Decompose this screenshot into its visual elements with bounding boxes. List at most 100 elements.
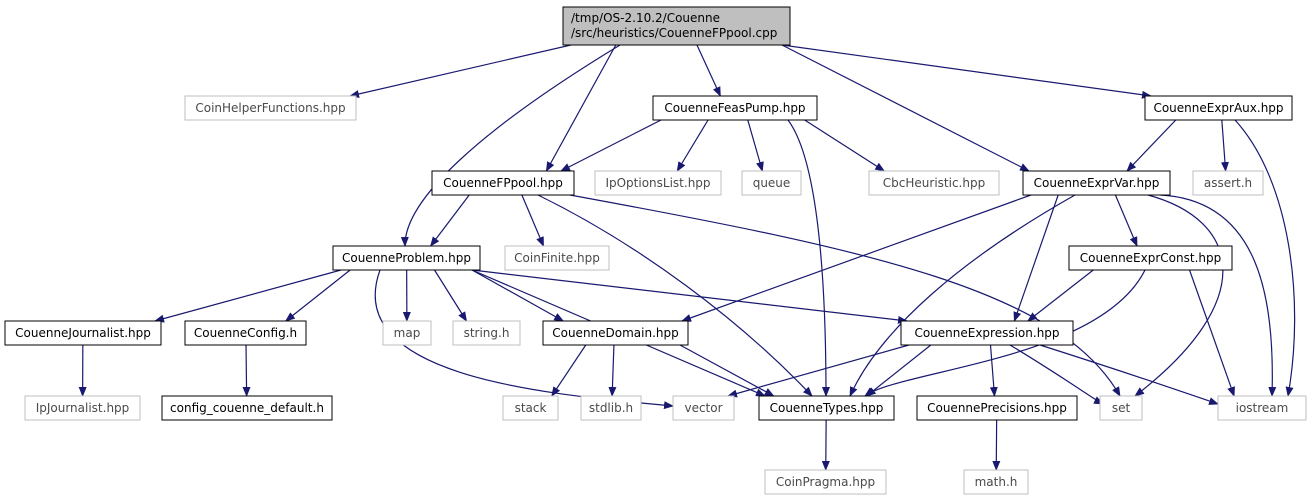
node-root[interactable]: /tmp/OS-2.10.2/Couenne/src/heuristics/Co…	[562, 6, 791, 46]
edge-problem-to-string	[433, 269, 468, 322]
node-box	[652, 95, 818, 121]
node-box	[672, 395, 735, 421]
node-label: CoinHelperFunctions.hpp	[195, 101, 345, 115]
edge-exprconst-to-types	[864, 269, 1146, 397]
node-problem[interactable]: CouenneProblem.hpp	[332, 245, 481, 271]
node-stack: stack	[502, 395, 559, 421]
edge-exprvar-to-iostream	[1159, 194, 1277, 397]
node-label: /src/heuristics/CouenneFPpool.cpp	[571, 26, 777, 40]
edge-expression-to-precisions	[989, 344, 998, 397]
edge-problem-to-domain	[471, 269, 565, 322]
edge-expression-to-vector	[727, 344, 910, 398]
node-set: set	[1099, 395, 1143, 421]
node-exprvar[interactable]: CouenneExprVar.hpp	[1022, 170, 1171, 196]
node-box	[900, 320, 1074, 346]
node-label: CouenneJournalist.hpp	[15, 326, 151, 340]
edge-problem-to-expression	[471, 269, 908, 324]
node-label: CouenneExprVar.hpp	[1034, 176, 1160, 190]
node-box	[382, 320, 432, 346]
node-label: CouenneDomain.hpp	[552, 326, 679, 340]
edge-root-to-expraux	[781, 44, 1152, 99]
node-box	[1022, 170, 1171, 196]
edge-feaspump-to-queue	[747, 119, 764, 172]
node-iostream: iostream	[1217, 395, 1307, 421]
node-coinfinite: CoinFinite.hpp	[504, 245, 610, 271]
edge-problem-to-config	[284, 269, 351, 322]
node-box	[1217, 395, 1307, 421]
node-label: IpOptionsList.hpp	[605, 176, 710, 190]
node-ipoptions: IpOptionsList.hpp	[594, 170, 722, 196]
node-label: /tmp/OS-2.10.2/Couenne	[571, 11, 720, 25]
node-label: CouenneFPpool.hpp	[443, 176, 563, 190]
node-label: CbcHeuristic.hpp	[883, 176, 985, 190]
edge-feaspump-to-types	[787, 119, 830, 397]
nodes-layer: /tmp/OS-2.10.2/Couenne/src/heuristics/Co…	[4, 6, 1307, 495]
node-journalist[interactable]: CouenneJournalist.hpp	[4, 320, 162, 346]
node-cbcheur: CbcHeuristic.hpp	[868, 170, 1000, 196]
node-coinpragma: CoinPragma.hpp	[764, 469, 887, 495]
node-expraux[interactable]: CouenneExprAux.hpp	[1144, 95, 1293, 121]
node-feaspump[interactable]: CouenneFeasPump.hpp	[652, 95, 818, 121]
node-assert: assert.h	[1192, 170, 1264, 196]
node-box	[1144, 95, 1293, 121]
node-box	[963, 469, 1029, 495]
node-box	[542, 320, 689, 346]
node-label: CouenneExprAux.hpp	[1153, 101, 1283, 115]
node-label: IpJournalist.hpp	[36, 401, 130, 415]
node-box	[594, 170, 722, 196]
edge-root-to-coinhelper	[349, 44, 572, 98]
node-box	[758, 395, 895, 421]
node-fppool[interactable]: CouenneFPpool.hpp	[431, 170, 575, 196]
edge-root-to-problem	[400, 44, 621, 247]
node-label: stack	[515, 401, 547, 415]
node-box	[452, 320, 521, 346]
edge-root-to-fppool	[545, 44, 617, 172]
node-exprconst[interactable]: CouenneExprConst.hpp	[1068, 245, 1233, 271]
node-label: string.h	[464, 326, 510, 340]
edge-fppool-to-types	[537, 194, 813, 397]
node-label: CouenneExpression.hpp	[914, 326, 1059, 340]
node-label: CouenneFeasPump.hpp	[664, 101, 805, 115]
edge-expression-to-types	[865, 344, 932, 397]
edge-feaspump-to-ipoptions	[676, 119, 709, 172]
edge-exprvar-to-types	[849, 194, 1076, 397]
node-config[interactable]: CouenneConfig.h	[184, 320, 307, 346]
node-label: CouenneTypes.hpp	[770, 401, 884, 415]
edge-domain-to-types	[679, 344, 775, 397]
node-map: map	[382, 320, 432, 346]
edge-exprvar-to-set	[1134, 194, 1224, 397]
node-box	[502, 395, 559, 421]
node-coinhelper: CoinHelperFunctions.hpp	[184, 95, 357, 121]
edge-root-to-exprvar	[781, 44, 1030, 172]
node-box	[184, 95, 357, 121]
node-box	[1068, 245, 1233, 271]
node-ipjournalist: IpJournalist.hpp	[24, 395, 141, 421]
edge-fppool-to-coinfinite	[521, 194, 545, 247]
node-string: string.h	[452, 320, 521, 346]
node-precisions[interactable]: CouennePrecisions.hpp	[916, 395, 1078, 421]
edges-layer	[78, 44, 1296, 471]
node-box	[332, 245, 481, 271]
node-math: math.h	[963, 469, 1029, 495]
node-configdefault[interactable]: config_couenne_default.h	[161, 395, 333, 421]
edge-exprconst-to-expression	[1027, 269, 1094, 322]
node-expression[interactable]: CouenneExpression.hpp	[900, 320, 1074, 346]
node-vector: vector	[672, 395, 735, 421]
edge-exprvar-to-expression	[1013, 194, 1059, 322]
node-box	[580, 395, 642, 421]
node-types[interactable]: CouenneTypes.hpp	[758, 395, 895, 421]
node-box	[741, 170, 802, 196]
node-label: vector	[684, 401, 722, 415]
node-label: iostream	[1236, 401, 1289, 415]
node-label: assert.h	[1204, 176, 1252, 190]
edge-feaspump-to-cbcheur	[804, 119, 886, 172]
node-domain[interactable]: CouenneDomain.hpp	[542, 320, 689, 346]
node-box	[431, 170, 575, 196]
edge-problem-to-journalist	[154, 269, 342, 323]
edge-expression-to-iostream	[1039, 344, 1219, 405]
node-label: CouennePrecisions.hpp	[927, 401, 1067, 415]
node-box	[161, 395, 333, 421]
node-box	[916, 395, 1078, 421]
node-label: queue	[753, 176, 791, 190]
